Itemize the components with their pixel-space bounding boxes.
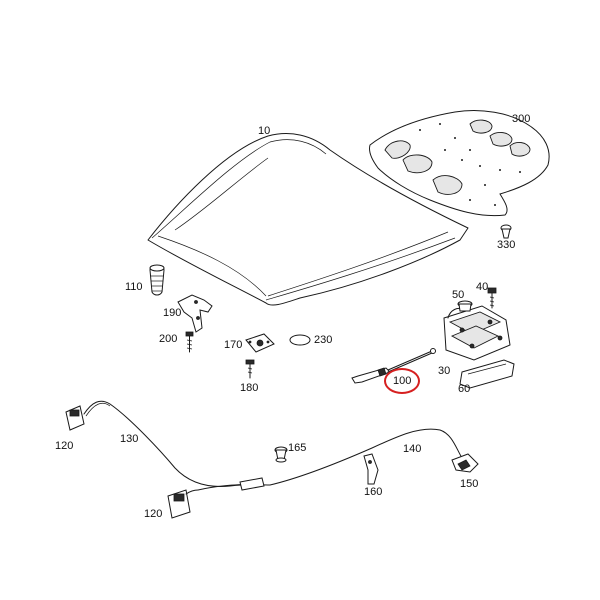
label-120-lower: 120 [144,508,163,520]
label-170: 170 [224,339,243,351]
label-10: 10 [258,125,271,137]
highlight-ring [384,368,420,394]
cable-guide-part-160[interactable] [363,453,379,485]
label-130: 130 [120,433,139,445]
handle-part-120-upper[interactable] [65,405,85,431]
label-190: 190 [163,307,182,319]
cover-part-60[interactable] [459,359,515,389]
label-300: 300 [512,113,531,125]
label-200: 200 [159,333,178,345]
label-180: 180 [240,382,259,394]
hinge-part-190[interactable] [177,294,213,333]
bracket-part-170[interactable] [245,333,275,353]
label-40: 40 [476,281,489,293]
release-lever-part-150[interactable] [451,453,479,473]
label-140: 140 [403,443,422,455]
label-30: 30 [438,365,451,377]
label-230: 230 [314,334,333,346]
bolt-part-200[interactable] [185,331,194,353]
label-50: 50 [452,289,465,301]
label-110: 110 [125,281,143,293]
handle-part-120-lower[interactable] [167,489,199,519]
bump-stop-part-110[interactable] [149,264,165,296]
label-330: 330 [497,239,516,251]
buffer-part-50[interactable] [457,300,473,312]
label-60: 60 [458,383,471,395]
knob-part-165[interactable] [274,446,288,463]
label-165: 165 [288,442,307,454]
hood-part-10[interactable] [147,133,469,306]
pad-part-230[interactable] [289,334,311,346]
clip-part-330[interactable] [500,224,512,239]
hood-lock-part-30[interactable] [443,305,511,361]
label-150: 150 [460,478,479,490]
cable-part-140[interactable] [269,428,463,486]
bolt-part-40[interactable] [487,287,497,309]
bolt-part-180[interactable] [245,359,255,379]
insulation-mat-part-300[interactable] [369,110,550,217]
cable-part-130[interactable] [83,400,271,487]
label-160: 160 [364,486,383,498]
label-120-upper: 120 [55,440,74,452]
